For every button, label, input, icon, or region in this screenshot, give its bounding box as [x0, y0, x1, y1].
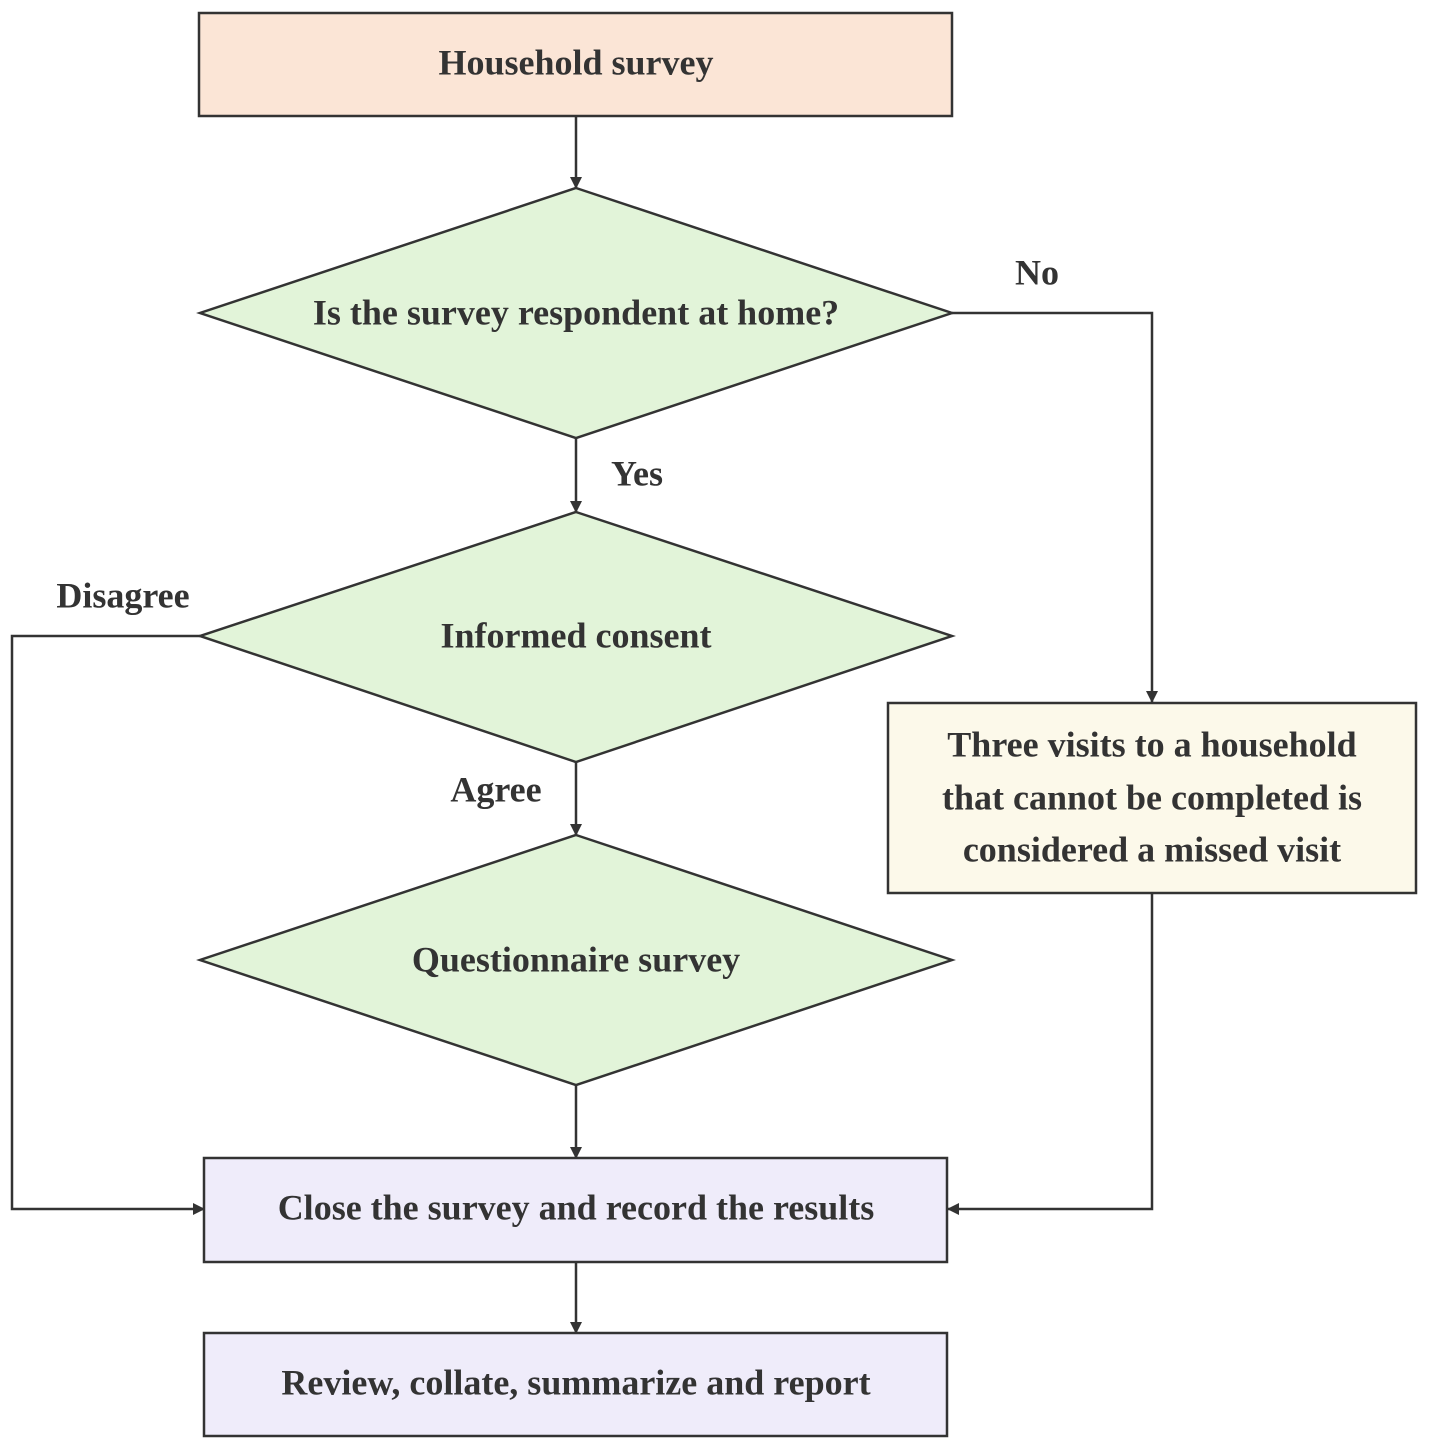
close-survey-label: Close the survey and record the results: [278, 1187, 875, 1227]
missed-visit-label-line-1: Three visits to a household: [947, 724, 1356, 764]
edge-label-no: No: [1015, 252, 1059, 292]
edges: [10, 116, 1158, 1334]
missed-visit-label-line-2: that cannot be completed is: [942, 777, 1362, 817]
home-decision-diamond: [196, 186, 956, 440]
edge-missed-to-close: [947, 893, 1154, 1215]
review-report-box: [202, 1331, 949, 1438]
questionnaire-diamond: [196, 833, 956, 1087]
review-report-label: Review, collate, summarize and report: [281, 1362, 870, 1402]
node-informed-consent: Informed consent: [196, 510, 956, 764]
consent-decision-label: Informed consent: [441, 615, 712, 655]
start-box: [197, 11, 954, 118]
home-decision-label: Is the survey respondent at home?: [313, 292, 839, 332]
questionnaire-label: Questionnaire survey: [412, 939, 740, 979]
edge-label-yes: Yes: [611, 453, 663, 493]
node-review-report: Review, collate, summarize and report: [202, 1331, 949, 1438]
node-close-survey: Close the survey and record the results: [202, 1156, 949, 1264]
edge-labels: No Yes Disagree Agree: [56, 252, 1059, 809]
node-household-survey: Household survey: [197, 11, 954, 118]
missed-visit-box: [886, 701, 1418, 895]
node-missed-visit: Three visits to a household that cannot …: [886, 701, 1418, 895]
edge-consent-to-close: [10, 634, 205, 1215]
edge-label-agree: Agree: [450, 769, 541, 809]
close-survey-box: [202, 1156, 949, 1264]
node-questionnaire-survey: Questionnaire survey: [196, 833, 956, 1087]
edge-label-disagree: Disagree: [56, 575, 189, 615]
node-respondent-at-home: Is the survey respondent at home?: [196, 186, 956, 440]
missed-visit-label-line-3: considered a missed visit: [963, 829, 1341, 869]
start-label: Household survey: [438, 42, 713, 82]
edge-home-to-missed: [952, 311, 1158, 703]
consent-decision-diamond: [196, 510, 956, 764]
